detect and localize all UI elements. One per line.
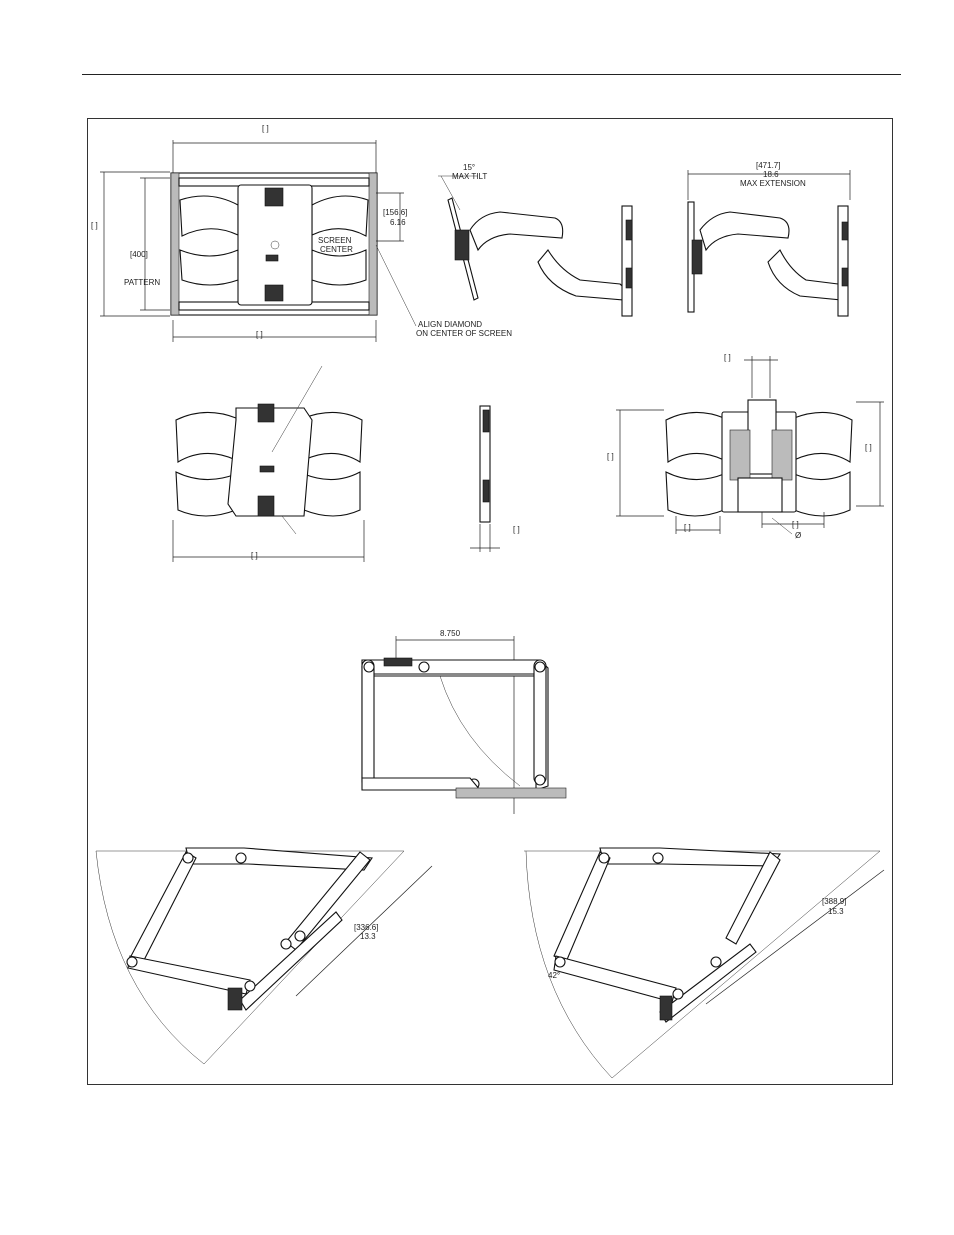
extension-mm: [471.7] xyxy=(756,161,780,170)
bottom-dimension: [ ] xyxy=(256,330,263,339)
center-offset-mm: [156.6] xyxy=(383,208,407,217)
screen-center-label-2: CENTER xyxy=(320,245,353,254)
align-diamond-label-1: ALIGN DIAMOND xyxy=(418,320,482,329)
mount-top-dimension: [ ] xyxy=(724,353,731,362)
swivel-left-view xyxy=(95,847,433,1065)
mount-left-dimension: [ ] xyxy=(607,452,614,461)
swivel-right-view xyxy=(524,847,885,1079)
swivel-right-mm: [388.9] xyxy=(822,897,846,906)
plate-width-dimension: [ ] xyxy=(251,551,258,560)
plate-view xyxy=(172,365,365,562)
center-offset-in: 6.16 xyxy=(390,218,406,227)
mount-view xyxy=(616,356,884,535)
width-dimension: [ ] xyxy=(262,124,269,133)
folded-depth-dimension: 8.750 xyxy=(440,629,461,638)
swivel-angle: 42° xyxy=(548,971,560,980)
swivel-left-in: 13.3 xyxy=(360,932,376,941)
diameter-symbol: Ø xyxy=(795,531,801,540)
tilt-view xyxy=(438,175,633,317)
extension-label: MAX EXTENSION xyxy=(740,179,806,188)
extension-view xyxy=(687,170,851,317)
mount-bottom-right-dimension: [ ] xyxy=(792,520,799,529)
mount-right-dimension: [ ] xyxy=(865,443,872,452)
profile-view xyxy=(470,405,500,552)
height-dimension: [ ] xyxy=(91,221,98,230)
pattern-dimension: [400] xyxy=(130,250,148,259)
extension-in: 18.6 xyxy=(763,170,779,179)
pattern-label: PATTERN xyxy=(124,278,160,287)
swivel-left-mm: [336.6] xyxy=(354,923,378,932)
mount-bottom-left-dimension: [ ] xyxy=(684,523,691,532)
front-view xyxy=(100,140,417,342)
tilt-label: MAX TILT xyxy=(452,172,487,181)
drawing-frame xyxy=(87,118,893,1085)
folded-view xyxy=(361,636,567,814)
swivel-right-in: 15.3 xyxy=(828,907,844,916)
header-rule xyxy=(82,74,901,75)
profile-depth-dimension: [ ] xyxy=(513,525,520,534)
align-diamond-label-2: ON CENTER OF SCREEN xyxy=(416,329,512,338)
tilt-angle: 15° xyxy=(463,163,475,172)
screen-center-label-1: SCREEN xyxy=(318,236,352,245)
